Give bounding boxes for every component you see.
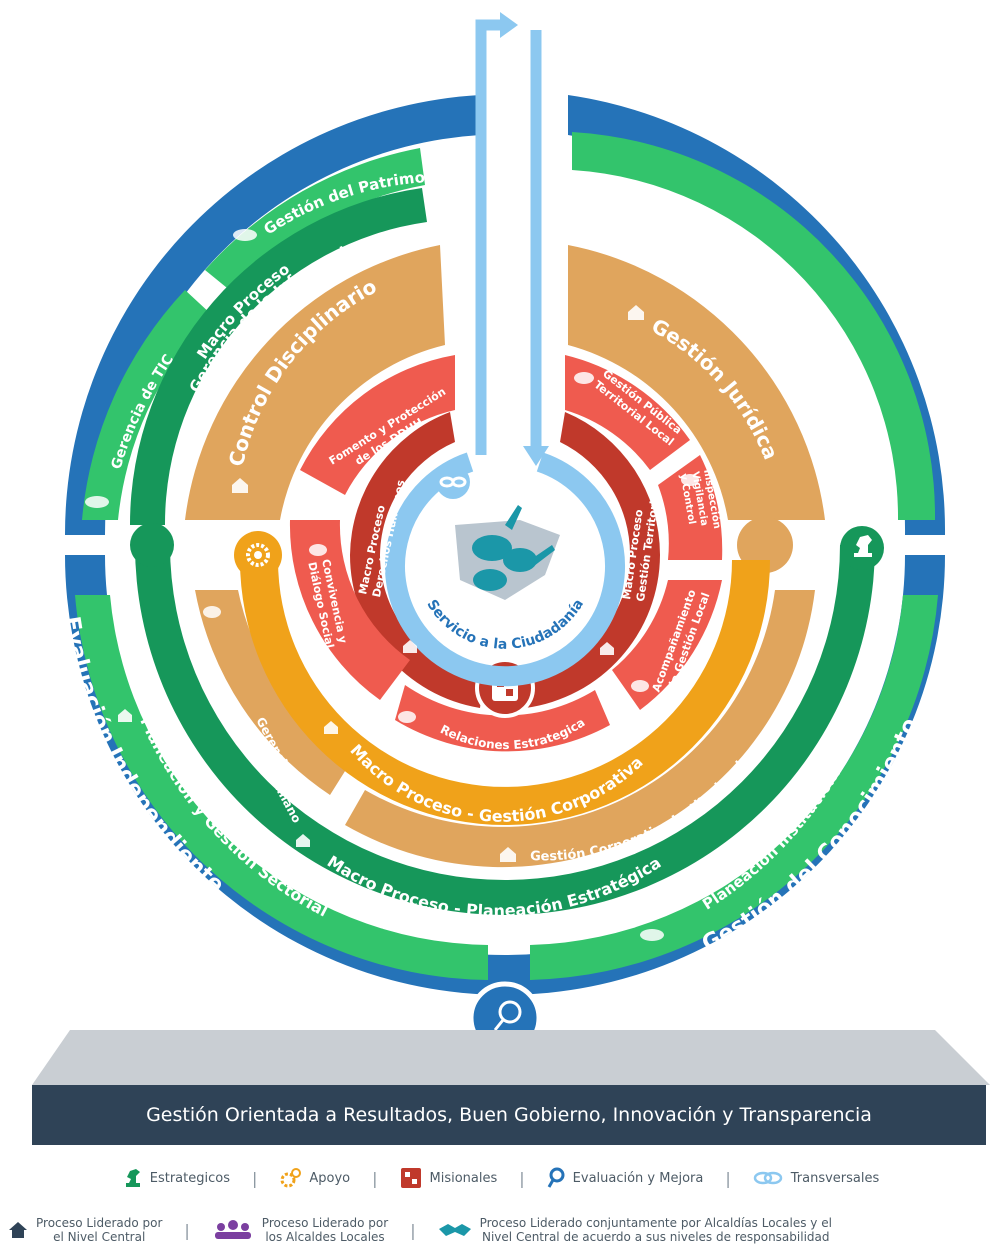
group-icon	[631, 680, 649, 692]
legend-apoyo: Apoyo	[279, 1167, 350, 1189]
link-icon	[753, 1171, 782, 1185]
group-icon	[398, 711, 416, 723]
chess-knight-icon	[854, 535, 872, 557]
house-icon	[600, 642, 614, 655]
house-icon	[403, 640, 417, 653]
legend-evaluacion-label: Evaluación y Mejora	[572, 1170, 704, 1186]
arrow-head-down	[523, 446, 549, 466]
magnifier-icon	[493, 1000, 522, 1031]
control-disciplinario-segment	[185, 245, 445, 520]
gear-icon	[246, 543, 270, 567]
talento-humano-segment	[195, 590, 352, 795]
house-icon	[500, 847, 516, 862]
legend-transversales-label: Transversales	[790, 1170, 880, 1186]
legend-conjunto: Proceso Liderado conjuntamente por Alcal…	[438, 1216, 832, 1244]
legend-type-row: Estrategicos | Apoyo | Misionales | Eval…	[0, 1163, 1003, 1193]
up-arrow	[475, 19, 503, 455]
group-icon	[309, 544, 327, 556]
puzzle-icon	[400, 1168, 421, 1188]
house-icon	[296, 834, 310, 847]
acompanamiento-segment	[612, 580, 722, 710]
legend-estrategicos: Estrategicos	[124, 1168, 230, 1188]
handshake-icon	[640, 929, 664, 941]
group-icon	[214, 1220, 251, 1239]
handshake-icon	[438, 1224, 471, 1236]
planeacion-institucional-segment	[530, 595, 938, 980]
house-icon	[104, 794, 118, 807]
magnifier-icon	[547, 1167, 565, 1188]
juridica-knob	[737, 517, 793, 573]
arrow-head-right	[500, 12, 518, 38]
gerencia-informacion-segment	[129, 188, 427, 525]
hands-icon	[455, 505, 560, 600]
house-icon	[9, 1222, 27, 1238]
legend-misionales: Misionales	[400, 1167, 498, 1189]
legend-conjunto-text: Proceso Liderado conjuntamente por Alcal…	[479, 1216, 832, 1244]
legend-estrategicos-label: Estrategicos	[149, 1170, 230, 1186]
strategic-node-left	[130, 523, 174, 567]
gestion-publica-segment	[565, 355, 690, 470]
chess-knight-icon	[125, 1169, 140, 1187]
group-icon	[574, 372, 594, 384]
ivc-segment	[658, 455, 723, 560]
house-icon	[232, 478, 248, 493]
group-icon	[681, 474, 699, 486]
gestion-corporativa-segment	[240, 560, 770, 825]
derechos-humanos-ring-top	[350, 412, 455, 555]
link-icon	[439, 476, 467, 488]
gear-icon	[280, 1168, 302, 1188]
house-icon	[693, 979, 707, 992]
planeacion-sectorial-segment	[75, 595, 488, 980]
legend-evaluacion: Evaluación y Mejora	[547, 1167, 704, 1189]
base-banner: Gestión Orientada a Resultados, Buen Gob…	[32, 1085, 986, 1145]
tic-segment	[82, 290, 212, 520]
relaciones-segment	[395, 685, 610, 752]
handshake-icon	[85, 496, 109, 508]
group-icon	[203, 606, 221, 618]
legend-apoyo-label: Apoyo	[309, 1170, 351, 1186]
corporativa-institucional-segment	[345, 590, 815, 868]
pedestal-top	[32, 1030, 990, 1085]
house-icon	[324, 721, 338, 734]
house-icon	[628, 305, 644, 320]
handshake-icon	[233, 229, 257, 241]
legend-transversales: Transversales	[753, 1170, 880, 1186]
comunicacion-segment	[572, 132, 936, 520]
legend-misionales-label: Misionales	[429, 1170, 498, 1186]
handshake-icon	[660, 206, 684, 218]
gestion-territorial-ring-top	[560, 412, 660, 555]
service-ring	[385, 452, 625, 687]
patrimonio-segment	[205, 148, 425, 292]
convivencia-segment	[289, 520, 410, 700]
house-icon	[118, 709, 132, 722]
fomento-ddhh-segment	[300, 355, 455, 495]
